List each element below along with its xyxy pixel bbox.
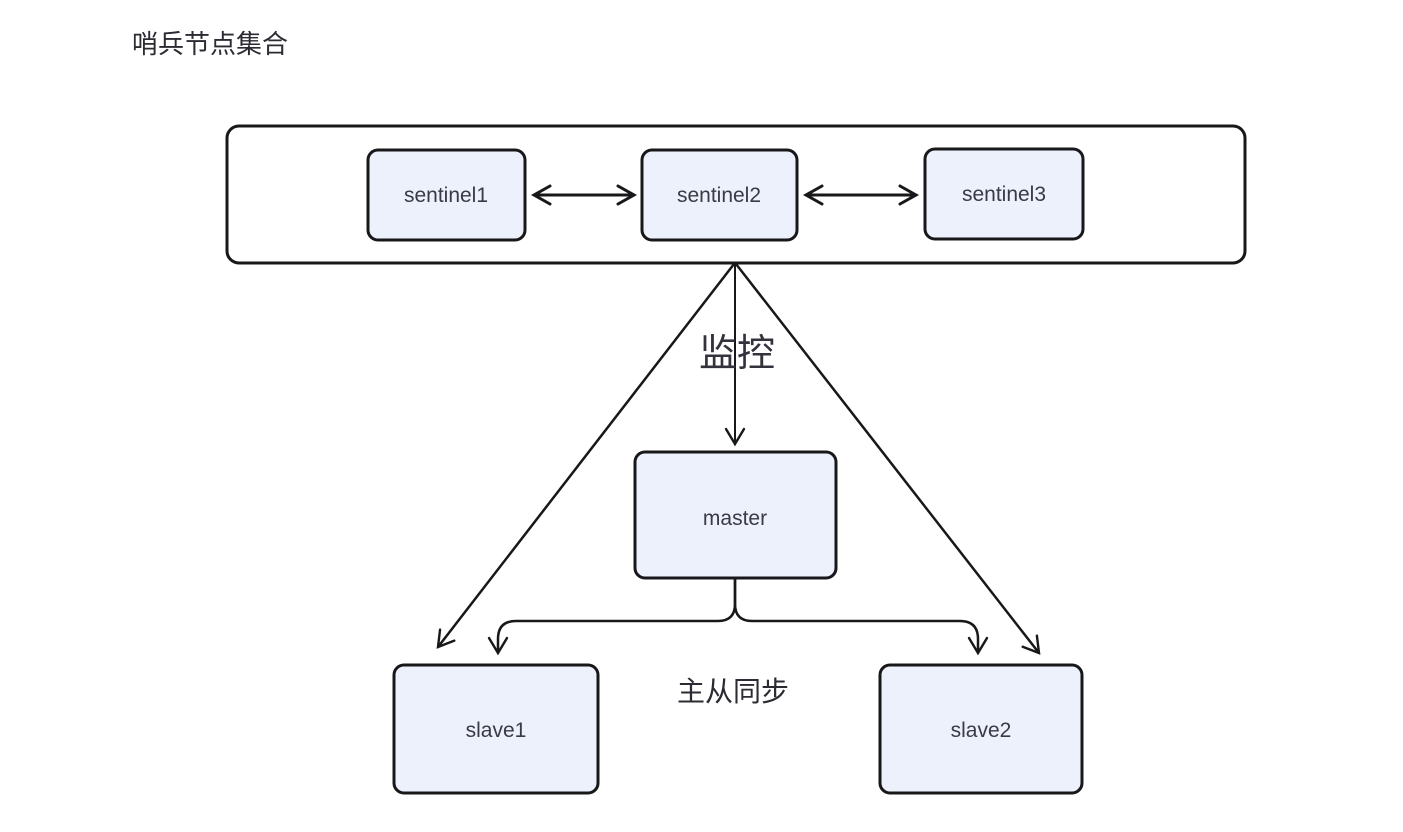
slave2-node	[878, 663, 1084, 795]
master-label: master	[703, 507, 767, 530]
monitor-slave1-arrow	[436, 263, 735, 649]
sentinel3-node	[923, 147, 1085, 241]
sentinel2-node	[640, 148, 799, 242]
monitor-edge-label: 监控	[699, 333, 775, 375]
slave1-label: slave1	[466, 719, 527, 742]
sentinel3-label: sentinel3	[962, 183, 1046, 206]
master-slave1-sync-edge	[487, 578, 737, 656]
diagram-title: 哨兵节点集合	[132, 29, 288, 59]
slave1-node	[392, 663, 600, 795]
master-slave2-sync-edge	[733, 578, 989, 656]
sentinel1-label: sentinel1	[404, 184, 488, 207]
sentinel1-node	[366, 148, 527, 242]
sentinel2-label: sentinel2	[677, 184, 761, 207]
slave2-label: slave2	[951, 719, 1012, 742]
sync-edge-label: 主从同步	[677, 676, 789, 707]
monitor-slave2-arrow	[735, 263, 1041, 655]
